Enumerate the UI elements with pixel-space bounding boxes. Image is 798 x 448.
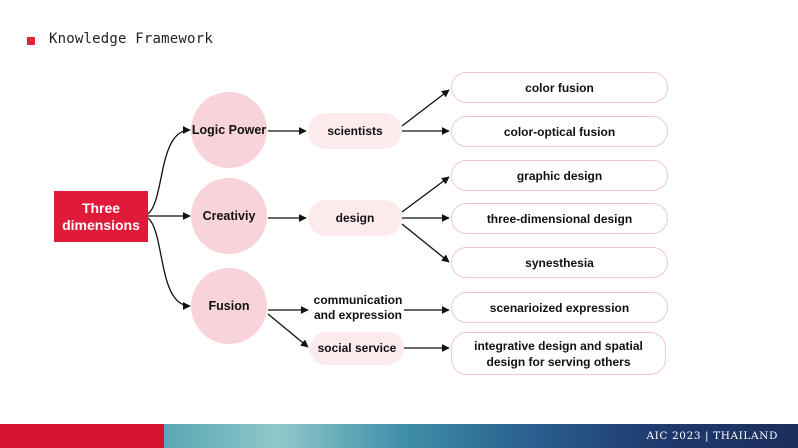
group-social-service: social service: [310, 332, 404, 365]
outcome-scenarioized-expression: scenarioized expression: [451, 292, 668, 323]
connector-design-synesthesia: [401, 223, 450, 263]
outcome-three-dimensional-design: three-dimensional design: [451, 203, 668, 234]
root-node: Three dimensions: [54, 191, 148, 242]
outcome-graphic-design: graphic design: [451, 160, 668, 191]
group-design: design: [308, 200, 402, 236]
dimension-fusion: Fusion: [191, 268, 267, 344]
outcome-color-optical-fusion: color-optical fusion: [451, 116, 668, 147]
footer-red-block: [0, 424, 164, 448]
connector-scientists-colorfusion: [401, 89, 450, 127]
outcome-integrative-design: integrative design and spatial design fo…: [451, 332, 666, 375]
connector-fusion-social: [267, 313, 309, 348]
connector-root-fusion: [147, 217, 191, 310]
group-scientists: scientists: [308, 113, 402, 149]
dimension-logic-power: Logic Power: [191, 92, 267, 168]
outcome-synesthesia: synesthesia: [451, 247, 668, 278]
connector-design-graphic: [401, 176, 450, 213]
footer-gradient-band: [164, 424, 798, 448]
footer-conference-label: AIC 2023 | THAILAND: [646, 430, 778, 442]
dimension-creativity: Creativiy: [191, 178, 267, 254]
outcome-color-fusion: color fusion: [451, 72, 668, 103]
group-communication-expression: communication and expression: [313, 293, 403, 322]
page-title: Knowledge Framework: [49, 31, 213, 47]
connector-root-logic: [147, 126, 191, 215]
title-bullet-icon: [27, 37, 35, 45]
footer-bar: AIC 2023 | THAILAND: [0, 424, 798, 448]
